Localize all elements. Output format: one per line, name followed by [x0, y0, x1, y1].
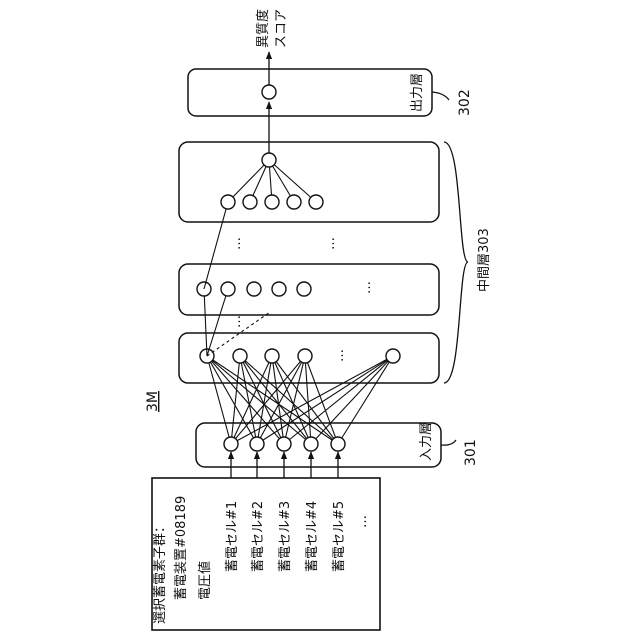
hidden-node [287, 195, 301, 209]
output-node [262, 85, 276, 99]
input-layer-ref: 301 [463, 439, 479, 466]
cell-label-3: 蓄電セル#3 [278, 501, 293, 572]
hidden-node [298, 349, 312, 363]
cell-label-5: 蓄電セル#5 [332, 501, 347, 572]
input-node [277, 437, 291, 451]
input-hidden-connections [207, 356, 393, 444]
hidden-node [297, 282, 311, 296]
output-layer-box [188, 69, 432, 116]
output-layer-label: 出力層 [410, 73, 425, 112]
hidden-node [272, 282, 286, 296]
input-node [304, 437, 318, 451]
output-layer-ref: 302 [457, 89, 473, 116]
hidden-layer-2-nodes [197, 282, 311, 296]
hidden-node [309, 195, 323, 209]
cell-label-4: 蓄電セル#4 [305, 501, 320, 572]
hidden-node [386, 349, 400, 363]
hidden-node [243, 195, 257, 209]
input-values-text: 選択蓄電素子群： 蓄電装置#08189 電圧値 蓄電セル#1 蓄電セル#2 蓄電… [153, 496, 370, 624]
hidden-node [262, 153, 276, 167]
hidden-2-last-connection [204, 202, 228, 289]
selected-group-title: 選択蓄電素子群： [153, 520, 168, 624]
figure-label: 3M [145, 391, 161, 412]
input-layer-label: 入力層 [419, 422, 434, 461]
hidden-layer-last-box [179, 142, 439, 222]
hidden-node [221, 195, 235, 209]
hidden-layer-1-nodes [200, 349, 400, 363]
output-layer-leader [432, 92, 449, 100]
hidden-layer-label: 中間層303 [477, 228, 492, 292]
input-nodes [224, 437, 345, 451]
input-arrows [231, 452, 338, 478]
input-node [250, 437, 264, 451]
hidden-layer-last-nodes [221, 153, 323, 209]
voltage-heading: 電圧値 [197, 561, 213, 600]
hidden-node [247, 282, 261, 296]
device-name: 蓄電装置#08189 [174, 496, 189, 600]
hidden-layer-1-ellipsis: … [332, 349, 347, 362]
cell-ellipsis: … [355, 515, 370, 528]
score-label-line2: スコア [274, 9, 289, 48]
hidden-layer-brace [444, 142, 468, 383]
cell-label-2: 蓄電セル#2 [251, 501, 266, 572]
score-label-line1: 異質度 [255, 9, 271, 48]
cell-label-1: 蓄電セル#1 [225, 501, 240, 572]
input-node [224, 437, 238, 451]
hidden-node [265, 349, 279, 363]
input-layer-leader [441, 440, 456, 445]
hidden-gap-ellipsis: … [229, 237, 244, 250]
hidden-node [265, 195, 279, 209]
hidden-node [233, 349, 247, 363]
hidden-gap-ellipsis: … [229, 315, 244, 328]
input-node [331, 437, 345, 451]
hidden-node [221, 282, 235, 296]
hidden-layer-2-ellipsis: … [359, 281, 374, 294]
hidden-gap-ellipsis: … [323, 237, 338, 250]
